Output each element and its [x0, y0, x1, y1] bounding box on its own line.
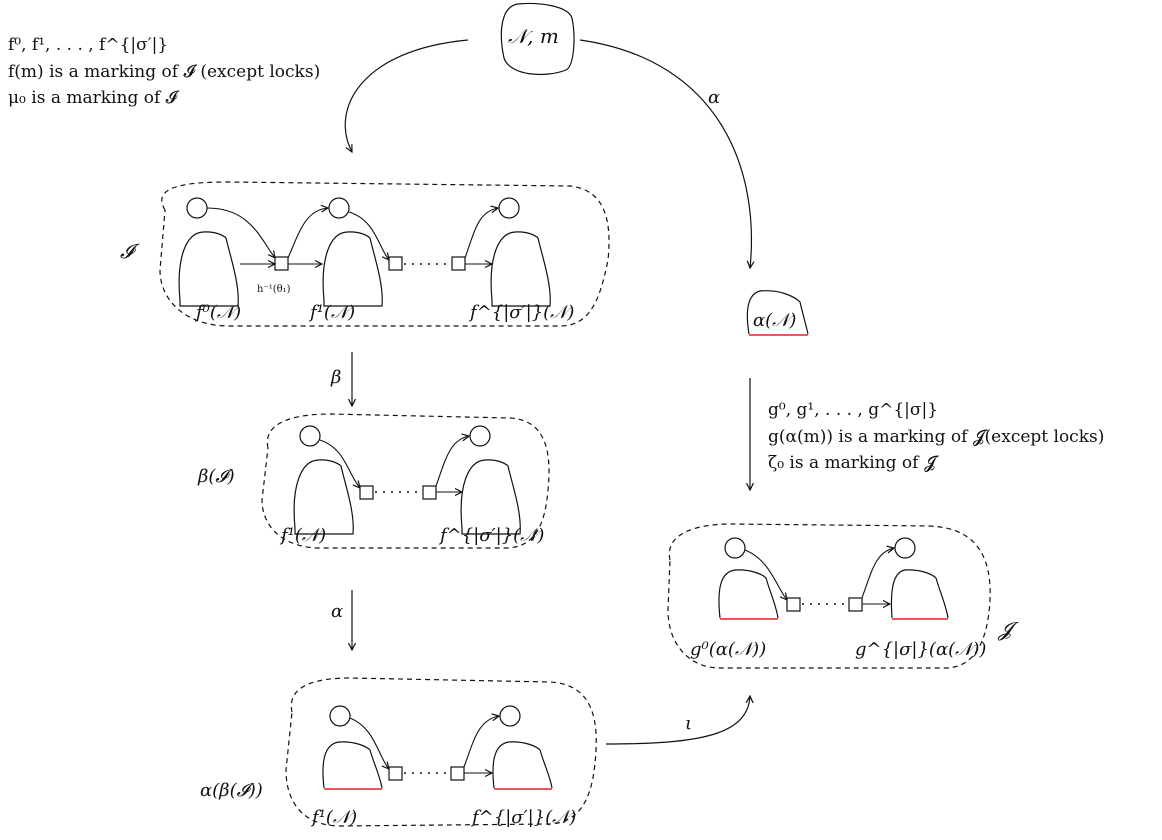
net-J-boundary: [667, 523, 991, 669]
bI-sub-fs: f^{|σ′|}(𝒩): [438, 525, 544, 546]
bI-sub-f1: f¹(𝒩): [279, 525, 326, 546]
net-top-label: 𝒩, m: [508, 24, 559, 48]
alpha-mid-label: α: [331, 601, 343, 622]
place-I-1: [186, 197, 208, 219]
abI-sub-fs: f^{|σ′|}(𝒩): [470, 807, 576, 828]
net-beta-I-boundary: [261, 413, 550, 549]
right-notes: g⁰, g¹, . . . , g^{|σ|} g(α(m)) is a mar…: [768, 400, 1104, 473]
subnet-I-f1: [322, 231, 383, 307]
subnet-I-fs: [490, 231, 551, 307]
iota-label: ι: [685, 713, 692, 734]
I-sub-f1: f¹(𝒩): [308, 302, 355, 323]
net-I: 𝓘 h⁻¹(θ₁) f⁰(𝒩) f¹(𝒩) f^{|σ′|}(𝒩): [120, 181, 610, 327]
arrow-iota: [605, 696, 750, 745]
arrow-alpha-top: [579, 39, 751, 268]
transition-J-1: [786, 597, 801, 612]
transition-I-2: [388, 256, 403, 271]
place-I-3: [498, 197, 520, 219]
net-beta-I: β(𝓘) f¹(𝒩) f^{|σ′|}(𝒩): [197, 413, 550, 549]
I-sub-fs: f^{|σ′|}(𝒩): [468, 302, 574, 323]
transition-I-1: [274, 256, 289, 271]
abI-sub-f1: f¹(𝒩): [310, 807, 357, 828]
net-alpha-N: α(𝒩): [746, 290, 809, 336]
place-abI-2: [499, 705, 521, 727]
place-abI-1: [329, 705, 351, 727]
transition-J-2: [848, 597, 863, 612]
place-I-2: [328, 197, 350, 219]
top-notes: f⁰, f¹, . . . , f^{|σ′|} f(m) is a marki…: [8, 35, 320, 108]
transition-I-3: [451, 256, 466, 271]
right-note-3: ζ₀ is a marking of 𝓙: [768, 453, 939, 473]
alpha-N-label: α(𝒩): [753, 310, 796, 331]
subnet-bI-fs: [460, 459, 521, 535]
place-J-1: [724, 537, 746, 559]
subnet-bI-f1: [293, 459, 354, 535]
place-bI-2: [469, 425, 491, 447]
subnet-I-f0: [178, 231, 239, 307]
beta-label: β: [330, 367, 341, 388]
top-note-1: f⁰, f¹, . . . , f^{|σ′|}: [8, 35, 168, 55]
arrow-top-to-I: [344, 39, 469, 152]
right-note-1: g⁰, g¹, . . . , g^{|σ|}: [768, 400, 938, 420]
net-I-label: 𝓘: [120, 239, 140, 263]
place-bI-1: [299, 425, 321, 447]
top-note-3: μ₀ is a marking of 𝓘: [8, 88, 180, 108]
transition-abI-1: [388, 766, 403, 781]
net-beta-I-label: β(𝓘): [197, 466, 235, 487]
alpha-top-label: α: [708, 87, 720, 108]
net-I-boundary: [159, 181, 610, 327]
net-J-label: 𝓙: [997, 617, 1020, 641]
net-top: 𝒩, m: [500, 2, 575, 76]
place-J-2: [894, 537, 916, 559]
top-note-2: f(m) is a marking of 𝓘 (except locks): [8, 62, 320, 82]
net-alpha-beta-I: α(β(𝓘)) f¹(𝒩) f^{|σ′|}(𝒩): [200, 677, 597, 828]
transition-bI-1: [359, 485, 374, 500]
net-J: 𝓙 g⁰(α(𝒩)) g^{|σ|}(α(𝒩)): [667, 523, 1020, 669]
J-sub-g0: g⁰(α(𝒩)): [690, 639, 766, 660]
transition-bI-2: [422, 485, 437, 500]
right-note-2: g(α(m)) is a marking of 𝓙(except locks): [768, 427, 1104, 447]
transition-abI-2: [450, 766, 465, 781]
I-sub-f0: f⁰(𝒩): [194, 302, 241, 323]
h-inv-label: h⁻¹(θ₁): [257, 284, 291, 295]
net-alpha-beta-I-boundary: [285, 677, 597, 827]
net-alpha-beta-I-label: α(β(𝓘)): [200, 780, 263, 801]
J-sub-gs: g^{|σ|}(α(𝒩)): [855, 639, 986, 660]
